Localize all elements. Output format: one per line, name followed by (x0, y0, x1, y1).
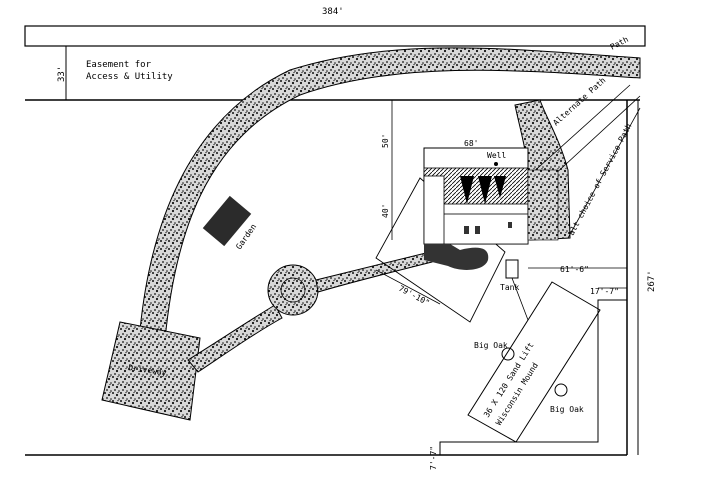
house-side-gravel (527, 169, 559, 241)
bottom-notch (439, 299, 627, 455)
big-oak-1-marker (501, 347, 515, 361)
driveway-path (139, 47, 641, 341)
turnaround-inner (280, 277, 306, 303)
top-dimension-label: 384' (322, 7, 344, 17)
well-marker (494, 162, 498, 166)
path-to-house (315, 251, 433, 293)
driveway-pad (101, 321, 201, 421)
dim-50-label: 50' (381, 134, 390, 148)
garden-plot (202, 195, 252, 247)
easement-label-line1: Easement for (86, 60, 152, 70)
tree-2 (478, 176, 492, 204)
dim-79-label: 79'-10" (397, 284, 431, 308)
easement-width-label: 33' (57, 66, 67, 82)
tank-pipe (511, 277, 529, 321)
turnaround-circle (267, 264, 319, 316)
alternate-path-label: Alternate Path (551, 76, 607, 128)
house-window-2 (475, 226, 480, 234)
dim-40-label: 40' (381, 204, 390, 218)
big-oak-1-label: Big Oak (474, 341, 508, 350)
tree-1 (460, 176, 474, 204)
septic-tank (505, 259, 519, 279)
dim-bottom-label: 7'-7" (429, 446, 438, 470)
easement-label-line2: Access & Utility (86, 72, 173, 82)
tank-label: Tank (500, 283, 519, 292)
tree-3 (494, 176, 506, 198)
alt-choice-label: alt choice of Service Path (567, 122, 634, 237)
patio-area (424, 244, 489, 270)
wisconsin-mound (467, 281, 601, 443)
top-path-label: Path (609, 35, 630, 52)
service-choice-line (567, 107, 641, 239)
house-door (508, 222, 512, 228)
well-label: Well (487, 151, 506, 160)
big-oak-2-label: Big Oak (550, 405, 584, 414)
house-side-block (423, 175, 445, 245)
house-window-1 (464, 226, 469, 234)
dim-267-label: 267' (647, 270, 657, 292)
service-path (187, 304, 283, 373)
dim-79-line (375, 269, 441, 305)
big-oak-2-marker (554, 383, 568, 397)
alt-path-line-1 (529, 84, 631, 176)
easement-strip (24, 25, 646, 47)
dim-17-label: 17'-7" (590, 287, 619, 296)
dim-61-label: 61'-6" (560, 265, 589, 274)
dim-68-label: 68' (464, 139, 478, 148)
